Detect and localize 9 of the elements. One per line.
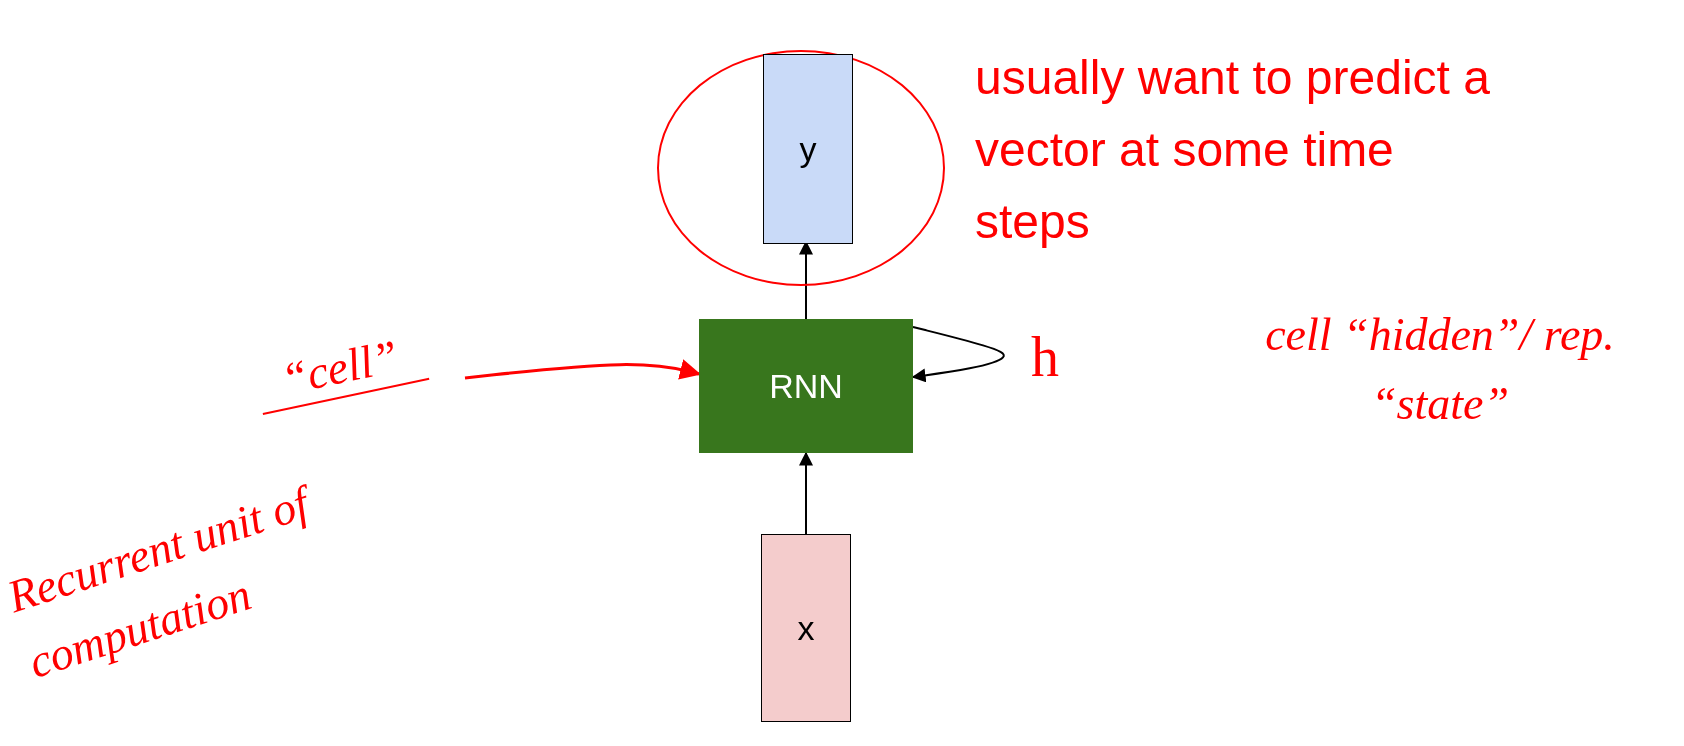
annotation-circle — [657, 50, 945, 286]
annotation-text: usually want to predict a vector at some time steps — [975, 50, 1491, 250]
handwritten-note: “cell” — [250, 321, 430, 415]
edge-label: h — [1031, 329, 1059, 385]
input-vector-box: x — [761, 534, 851, 722]
handwritten-note: cell “hidden”/ rep. “state” — [1264, 308, 1616, 431]
rnn-cell-box: RNN — [699, 319, 913, 453]
arrow — [799, 451, 813, 535]
output-vector-box: y — [763, 54, 853, 244]
